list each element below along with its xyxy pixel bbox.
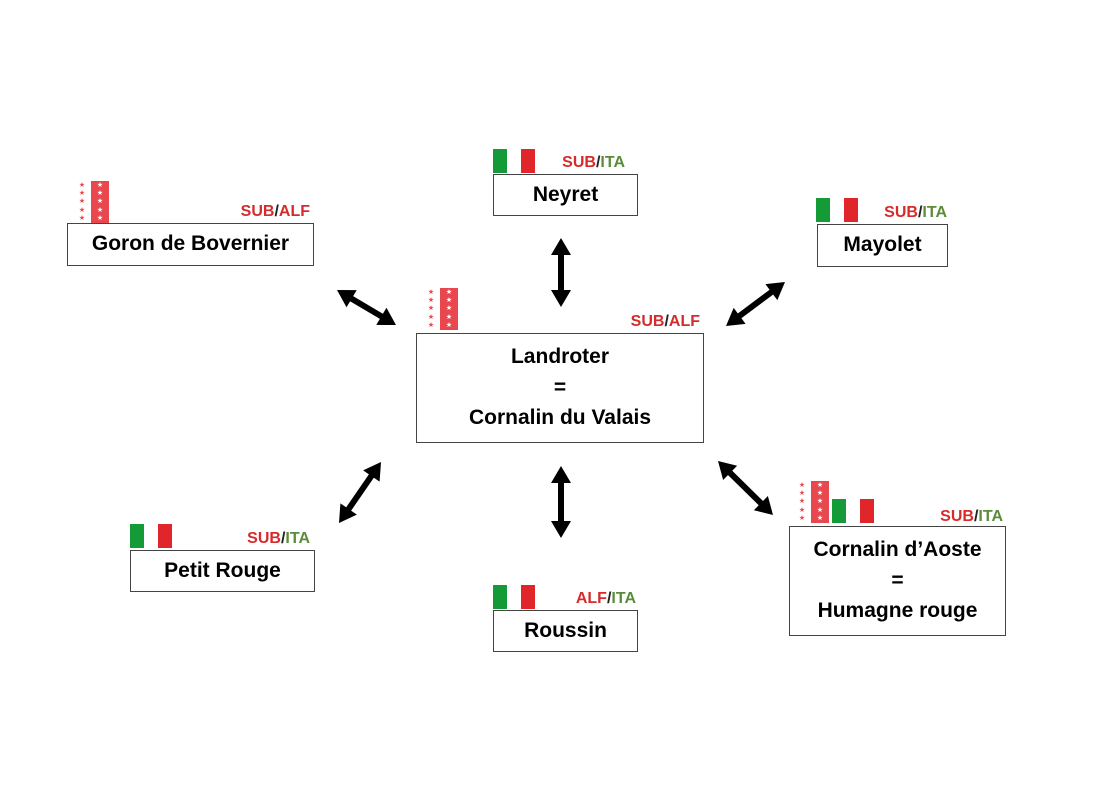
neyret-tag: SUB/ITA	[505, 154, 625, 172]
arrow-center-mayolet	[726, 282, 785, 326]
arrow-center-petit-rouge	[339, 462, 381, 523]
center-tag-left: SUB	[630, 313, 665, 330]
cornalin-aoste-tag: SUB/ITA	[883, 508, 1003, 526]
goron-label: Goron de Bovernier	[91, 232, 290, 256]
mayolet-node: Mayolet	[817, 224, 948, 267]
cornalin-aoste-line-2: =	[891, 568, 904, 592]
neyret-italy-flag-icon	[493, 149, 535, 173]
arrow-head	[551, 521, 571, 538]
neyret-tag-sep: /	[595, 154, 601, 171]
mayolet-tag-left: SUB	[884, 204, 918, 221]
cornalin-aoste-tag-sep: /	[973, 508, 979, 525]
arrow-head	[339, 503, 357, 523]
arrow-head	[376, 307, 396, 325]
cornalin-aoste-tag-left: SUB	[940, 508, 974, 525]
arrow-head	[551, 238, 571, 255]
neyret-tag-left: SUB	[562, 154, 596, 171]
goron-valais-flag-icon: ★★★★★★★★★★	[73, 181, 109, 223]
arrow-center-cornalin-aoste	[718, 461, 773, 515]
petit-rouge-label: Petit Rouge	[164, 558, 281, 582]
neyret-node: Neyret	[493, 174, 638, 216]
mayolet-tag-right: ITA	[922, 204, 947, 221]
mayolet-label: Mayolet	[843, 233, 922, 257]
arrow-center-neyret	[551, 238, 571, 307]
roussin-label: Roussin	[524, 618, 607, 642]
goron-tag: SUB/ALF	[190, 203, 310, 221]
roussin-italy-flag-icon	[493, 585, 535, 609]
arrow-shaft	[347, 294, 386, 321]
neyret-label: Neyret	[532, 182, 599, 206]
arrow-shaft	[725, 468, 766, 508]
mayolet-tag: SUB/ITA	[827, 204, 947, 222]
center-tag-sep: /	[664, 313, 669, 330]
cornalin-aoste-line-1: Cornalin d’Aoste	[813, 538, 982, 562]
petit-rouge-tag-left: SUB	[247, 530, 281, 547]
neyret-tag-right: ITA	[600, 154, 625, 171]
roussin-tag-right: ITA	[611, 590, 636, 607]
arrow-shaft	[735, 287, 776, 321]
cornalin-aoste-italy-flag-icon	[832, 499, 874, 523]
center-line-1: Landroter	[510, 345, 609, 369]
arrow-head	[337, 290, 357, 308]
cornalin-aoste-tag-right: ITA	[978, 508, 1003, 525]
arrow-head	[551, 290, 571, 307]
goron-tag-left: SUB	[240, 203, 275, 220]
arrow-head	[765, 282, 785, 301]
arrow-center-roussin	[551, 466, 571, 538]
mayolet-tag-sep: /	[917, 204, 923, 221]
arrow-head	[363, 462, 381, 482]
goron-tag-right: ALF	[278, 203, 310, 220]
arrow-head	[726, 307, 746, 326]
cornalin-aoste-node: Cornalin d’Aoste = Humagne rouge	[789, 526, 1006, 636]
goron-tag-sep: /	[274, 203, 279, 220]
roussin-node: Roussin	[493, 610, 638, 652]
arrow-head	[718, 461, 738, 481]
roussin-tag: ALF/ITA	[516, 590, 636, 608]
petit-rouge-tag: SUB/ITA	[190, 530, 310, 548]
roussin-tag-left: ALF	[575, 590, 607, 607]
petit-rouge-node: Petit Rouge	[130, 550, 315, 592]
arrow-shaft	[344, 471, 376, 514]
center-tag-right: ALF	[668, 313, 700, 330]
arrow-center-goron	[337, 290, 396, 325]
center-line-2: =	[553, 375, 567, 399]
arrow-head	[551, 466, 571, 483]
center-valais-flag-icon: ★★★★★★★★★★	[422, 288, 458, 330]
cornalin-aoste-line-3: Humagne rouge	[817, 599, 978, 623]
mayolet-italy-flag-icon	[816, 198, 858, 222]
petit-rouge-italy-flag-icon	[130, 524, 172, 548]
center-line-3: Cornalin du Valais	[468, 406, 652, 430]
center-node: Landroter = Cornalin du Valais	[416, 333, 704, 443]
cornalin-aoste-valais-flag-icon: ★★★★★★★★★★	[793, 481, 829, 523]
petit-rouge-tag-right: ITA	[285, 530, 310, 547]
petit-rouge-tag-sep: /	[280, 530, 286, 547]
goron-node: Goron de Bovernier	[67, 223, 314, 266]
roussin-tag-sep: /	[606, 590, 612, 607]
center-tag: SUB/ALF	[580, 313, 700, 331]
arrow-head	[753, 495, 773, 515]
